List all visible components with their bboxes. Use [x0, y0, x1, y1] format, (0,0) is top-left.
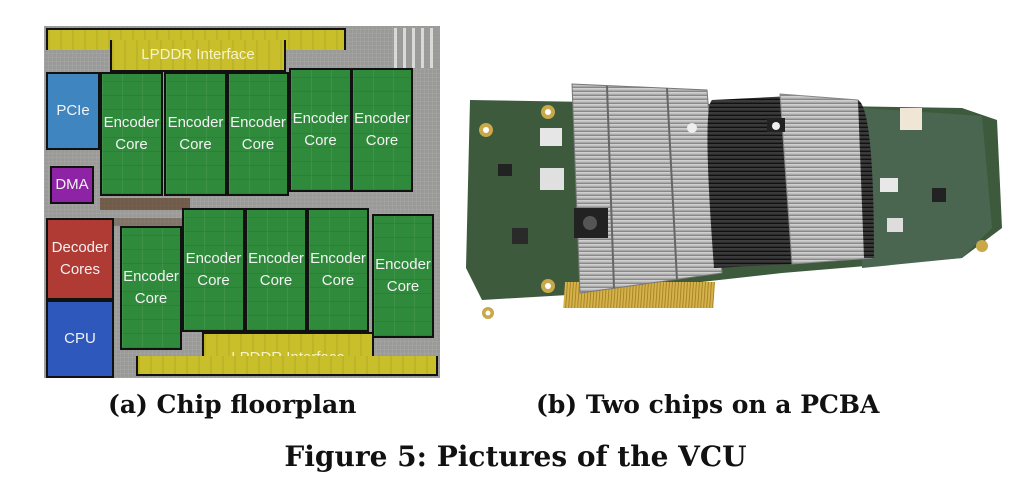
dma-block: DMA [50, 166, 94, 204]
pcba-photo [466, 83, 1002, 319]
encoder-core-6: Encoder Core [120, 226, 182, 350]
encoder-core-label: Encoder Core [185, 250, 242, 289]
encoder-core-9: Encoder Core [307, 208, 369, 332]
subfigure-a-caption: (a) Chip floorplan [108, 390, 357, 419]
encoder-core-8: Encoder Core [245, 208, 307, 332]
encoder-core-10: Encoder Core [372, 214, 434, 338]
heatsink-right-dark [707, 96, 792, 268]
component [540, 168, 564, 190]
lpddr-interface-top: LPDDR Interface [110, 40, 286, 72]
component [887, 218, 903, 232]
decoder-cores-label: Decoder Cores [51, 239, 109, 278]
pcie-label: PCIe [56, 102, 90, 119]
dma-label: DMA [55, 176, 89, 193]
encoder-core-2: Encoder Core [164, 72, 227, 196]
encoder-core-label: Encoder Core [310, 250, 366, 289]
pcie-block: PCIe [46, 72, 100, 150]
screw [687, 123, 697, 133]
routing-area [100, 198, 190, 210]
routing-area [102, 218, 182, 226]
power-connector [900, 108, 922, 130]
encoder-core-7: Encoder Core [182, 208, 245, 332]
component [932, 188, 946, 202]
lpddr-interface-bottom-bar [136, 356, 438, 376]
encoder-core-4: Encoder Core [289, 68, 352, 192]
encoder-core-1: Encoder Core [100, 72, 163, 196]
cpu-block: CPU [46, 300, 114, 378]
encoder-core-3: Encoder Core [227, 72, 289, 196]
component [512, 228, 528, 244]
lpddr-top-label: LPDDR Interface [141, 46, 255, 63]
encoder-core-label: Encoder Core [167, 114, 224, 153]
encoder-core-label: Encoder Core [103, 114, 160, 153]
encoder-core-5: Encoder Core [351, 68, 413, 192]
encoder-core-label: Encoder Core [292, 110, 349, 149]
cpu-label: CPU [64, 330, 96, 347]
mounting-hole [976, 240, 988, 252]
heatsink-left [571, 83, 723, 294]
io-pads [394, 28, 438, 68]
lpddr-interface-bottom: LPDDR Interface [202, 332, 374, 366]
encoder-core-label: Encoder Core [375, 256, 431, 295]
component [498, 164, 512, 176]
chip-floorplan-image: LPDDR Interface PCIe Encoder Core Encode… [44, 26, 440, 378]
subfigure-b-caption: (b) Two chips on a PCBA [536, 390, 880, 419]
component [540, 128, 562, 146]
screw [583, 216, 597, 230]
figure-caption: Figure 5: Pictures of the VCU [284, 440, 747, 473]
heatsink-right-dark-edge [858, 100, 874, 258]
encoder-core-label: Encoder Core [248, 250, 304, 289]
component [880, 178, 898, 192]
heatsink-right [779, 93, 873, 265]
encoder-core-label: Encoder Core [123, 268, 179, 307]
decoder-cores-block: Decoder Cores [46, 218, 114, 300]
encoder-core-label: Encoder Core [230, 114, 286, 153]
encoder-core-label: Encoder Core [354, 110, 410, 149]
screw [772, 122, 780, 130]
